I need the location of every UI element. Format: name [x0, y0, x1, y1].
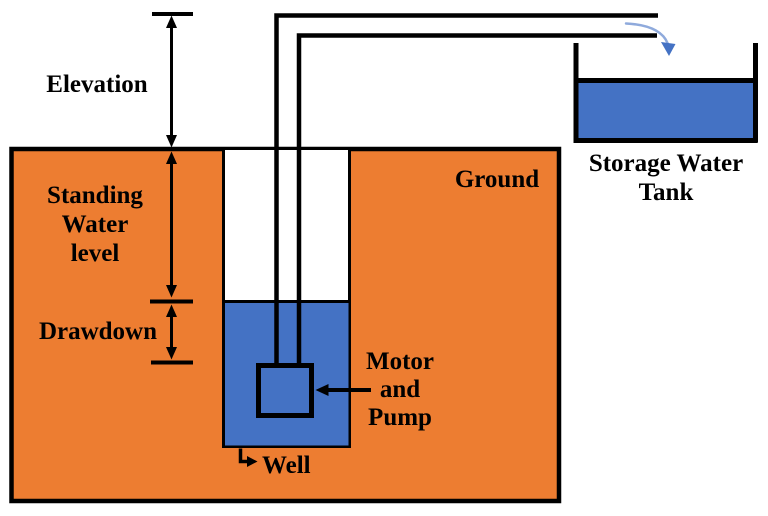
motor-pump-pointer-arrow	[315, 384, 371, 396]
standing-water-level-dimension-arrow	[150, 151, 193, 304]
pipe-inner	[296, 33, 657, 363]
drawdown-arrow-head-down	[166, 347, 177, 360]
drawdown-arrow-head-up	[166, 304, 177, 317]
well-label: Well	[262, 452, 311, 479]
storage-tank-line2: Tank	[638, 179, 694, 206]
elevation-label: Elevation	[46, 71, 148, 98]
pipe-outer	[274, 13, 658, 363]
motor-pump-pointer-head	[315, 384, 329, 396]
motor-pump-line2: and	[379, 376, 421, 403]
storage-tank	[573, 43, 758, 143]
well-pointer-head	[247, 456, 258, 467]
standing-water-level-line3: level	[70, 240, 120, 267]
motor-pump-line1: Motor	[365, 348, 435, 375]
storage-tank-label: Storage Water Tank	[574, 149, 758, 207]
motor-pump-line3: Pump	[368, 404, 432, 431]
standing-water-level-line1: Standing	[47, 182, 143, 209]
swl-arrow-head-down	[166, 285, 177, 298]
elevation-arrow-head-up	[166, 15, 177, 28]
motor-pump-body	[256, 363, 314, 418]
drawdown-label: Drawdown	[38, 318, 158, 345]
water-pour-arrow-icon	[624, 22, 676, 56]
motor-pump-label: Motor and Pump	[345, 348, 455, 432]
standing-water-level-line2: Water	[61, 211, 129, 238]
standing-water-level-label: Standing Water level	[20, 181, 170, 268]
pour-arrow-curve	[624, 22, 669, 45]
storage-tank-line1: Storage Water	[588, 150, 744, 177]
elevation-dimension-arrow	[152, 12, 193, 148]
elevation-arrow-head-down	[166, 135, 177, 148]
swl-arrow-head-up	[166, 151, 177, 164]
ground-label: Ground	[454, 166, 540, 193]
drawdown-dimension-arrow	[151, 304, 193, 365]
pour-arrow-head	[661, 42, 676, 56]
well-pointer-elbow	[238, 448, 249, 464]
well-pointer-arrow	[238, 448, 258, 467]
tank-water	[578, 81, 754, 140]
